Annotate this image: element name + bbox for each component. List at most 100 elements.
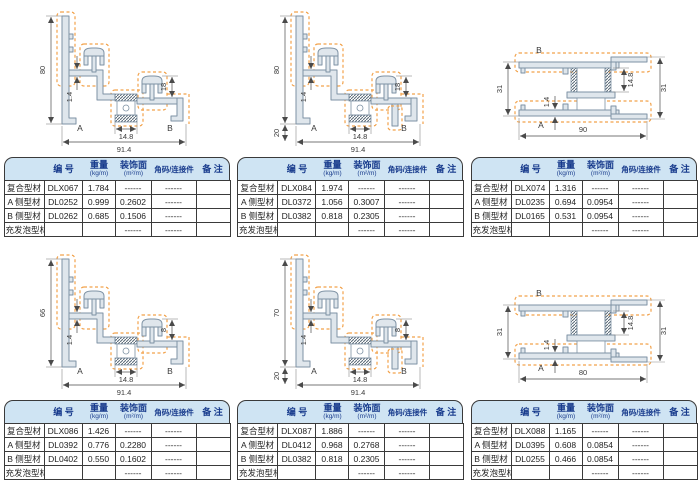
weight-value: 1.426 xyxy=(81,423,116,438)
row-label: 复合型材 xyxy=(3,423,45,438)
dim-slot-label: 14.8 xyxy=(352,375,367,384)
dim-slot-label: 14.8 xyxy=(119,375,134,384)
deco-area-value: ------ xyxy=(348,222,385,237)
col-header-code: 编 号 xyxy=(286,406,308,417)
profile-code: DL0372 xyxy=(277,194,316,209)
note-value xyxy=(429,465,464,480)
col-header-rowlabel xyxy=(238,401,278,423)
weight-value: 0.776 xyxy=(81,437,116,452)
col-header-connector: 角码/连接件 xyxy=(154,407,194,417)
dimension-slot-height: 14.8 xyxy=(613,67,635,93)
thermal-break xyxy=(114,336,138,366)
profile-drawing-corner-section: 80 1.4 18 14.8 91.4 xyxy=(38,11,190,154)
col-header-note: 备 注 xyxy=(669,163,690,174)
glazing-bead-icon xyxy=(317,290,338,316)
note-value xyxy=(662,465,698,480)
row-label: 复合型材 xyxy=(470,423,512,438)
note-value xyxy=(429,437,464,452)
deco-area-value: 0.1602 xyxy=(114,451,152,466)
table-row-foam: 充发泡型材 ------ ------ xyxy=(470,222,698,237)
weight-value xyxy=(81,222,116,237)
weight-value: 0.818 xyxy=(315,451,349,466)
table-row-foam: 充发泡型材 ------ ------ xyxy=(237,465,464,480)
connector-value: ------ xyxy=(617,180,664,195)
table-row-side-b: B 侧型材 DL0255 0.466 0.0854 ------ xyxy=(470,451,698,466)
b-side-profile xyxy=(370,340,417,365)
col-header-weight: 重量(kg/m) xyxy=(323,160,342,178)
dim-bottom-label: 20 xyxy=(272,129,281,137)
side-a-label: A xyxy=(77,366,83,376)
connector-value: ------ xyxy=(617,451,664,466)
weight-value: 0.694 xyxy=(548,194,583,209)
dimension-wall-thickness: 1.4 xyxy=(542,339,558,373)
thermal-break xyxy=(570,67,612,93)
row-label: B 侧型材 xyxy=(237,208,278,223)
profile-code xyxy=(277,465,316,480)
profile-code: DL0262 xyxy=(43,208,83,223)
table-row-composite: 复合型材 DLX086 1.426 ------ ------ xyxy=(3,423,231,438)
col-header-rowlabel xyxy=(472,158,512,180)
table-row-foam: 充发泡型材 ------ ------ xyxy=(3,222,231,237)
deco-area-value: ------ xyxy=(348,465,385,480)
connector-value: ------ xyxy=(150,180,197,195)
dimension-overall-width: 91.4 xyxy=(295,124,420,154)
b-side-profile xyxy=(136,340,184,365)
spec-table: 编 号 重量(kg/m) 装饰面(m²/m) 角码/连接件 备 注 复合型材 D… xyxy=(237,157,464,237)
dimension-wall-thickness: 1.4 xyxy=(65,56,80,102)
dimension-bead-height: 18 xyxy=(159,75,178,97)
weight-value xyxy=(315,222,349,237)
row-label: A 侧型材 xyxy=(3,194,45,209)
dim-wall-label: 1.4 xyxy=(299,92,308,102)
deco-area-value: ------ xyxy=(348,423,385,438)
dim-height-label: 66 xyxy=(38,309,47,317)
dimension-overall-width: 91.4 xyxy=(61,124,187,154)
connector-value: ------ xyxy=(617,465,664,480)
dimension-left-height: 31 xyxy=(495,304,519,360)
weight-value: 0.531 xyxy=(548,208,583,223)
deco-area-value: 0.1506 xyxy=(114,208,152,223)
profile-code: DLX086 xyxy=(43,423,83,438)
col-header-connector: 角码/连接件 xyxy=(387,164,428,174)
weight-value: 0.999 xyxy=(81,194,116,209)
deco-area-value: 0.2305 xyxy=(348,208,385,223)
deco-area-value: 0.0854 xyxy=(581,437,619,452)
spec-table-header: 编 号 重量(kg/m) 装饰面(m²/m) 角码/连接件 备 注 xyxy=(470,400,697,423)
dim-right-label: 31 xyxy=(659,84,668,92)
table-row-side-a: A 侧型材 DL0412 0.968 0.2768 ------ xyxy=(237,437,464,452)
dim-slot-label: 14.8 xyxy=(119,132,134,141)
note-value xyxy=(195,208,231,223)
col-header-connector: 角码/连接件 xyxy=(621,407,661,417)
weight-value xyxy=(548,465,583,480)
spec-table: 编 号 重量(kg/m) 装饰面(m²/m) 角码/连接件 备 注 复合型材 D… xyxy=(3,400,231,480)
deco-area-value: ------ xyxy=(581,222,619,237)
connector-value: ------ xyxy=(150,437,197,452)
dim-width-label: 91.4 xyxy=(117,388,132,397)
dimension-height: 80 xyxy=(272,15,296,125)
profile-code: DLX087 xyxy=(277,423,316,438)
note-value xyxy=(662,423,698,438)
connector-value: ------ xyxy=(150,451,197,466)
connector-value: ------ xyxy=(384,222,430,237)
table-row-composite: 复合型材 DLX067 1.784 ------ ------ xyxy=(3,180,231,195)
note-value xyxy=(662,180,698,195)
dim-right-label: 31 xyxy=(659,327,668,335)
note-value xyxy=(429,208,464,223)
col-header-deco: 装饰面(m²/m) xyxy=(119,160,147,178)
profile-code xyxy=(43,465,83,480)
col-header-deco: 装饰面(m²/m) xyxy=(586,403,614,421)
deco-area-value: 0.2768 xyxy=(348,437,385,452)
glazing-bead-icon xyxy=(317,47,338,73)
spec-table: 编 号 重量(kg/m) 装饰面(m²/m) 角码/连接件 备 注 复合型材 D… xyxy=(3,157,231,237)
side-b-label: B xyxy=(536,45,542,55)
col-header-code: 编 号 xyxy=(520,406,541,417)
spec-table-header: 编 号 重量(kg/m) 装饰面(m²/m) 角码/连接件 备 注 xyxy=(237,157,463,180)
row-label: 复合型材 xyxy=(3,180,45,195)
weight-value: 0.968 xyxy=(315,437,349,452)
table-row-foam: 充发泡型材 ------ ------ xyxy=(470,465,698,480)
row-label: 充发泡型材 xyxy=(470,222,512,237)
connector-value: ------ xyxy=(384,180,430,195)
col-header-connector: 角码/连接件 xyxy=(387,407,428,417)
deco-area-value: 0.0954 xyxy=(581,208,619,223)
dim-height-label: 70 xyxy=(272,309,281,317)
side-a-label: A xyxy=(311,366,317,376)
